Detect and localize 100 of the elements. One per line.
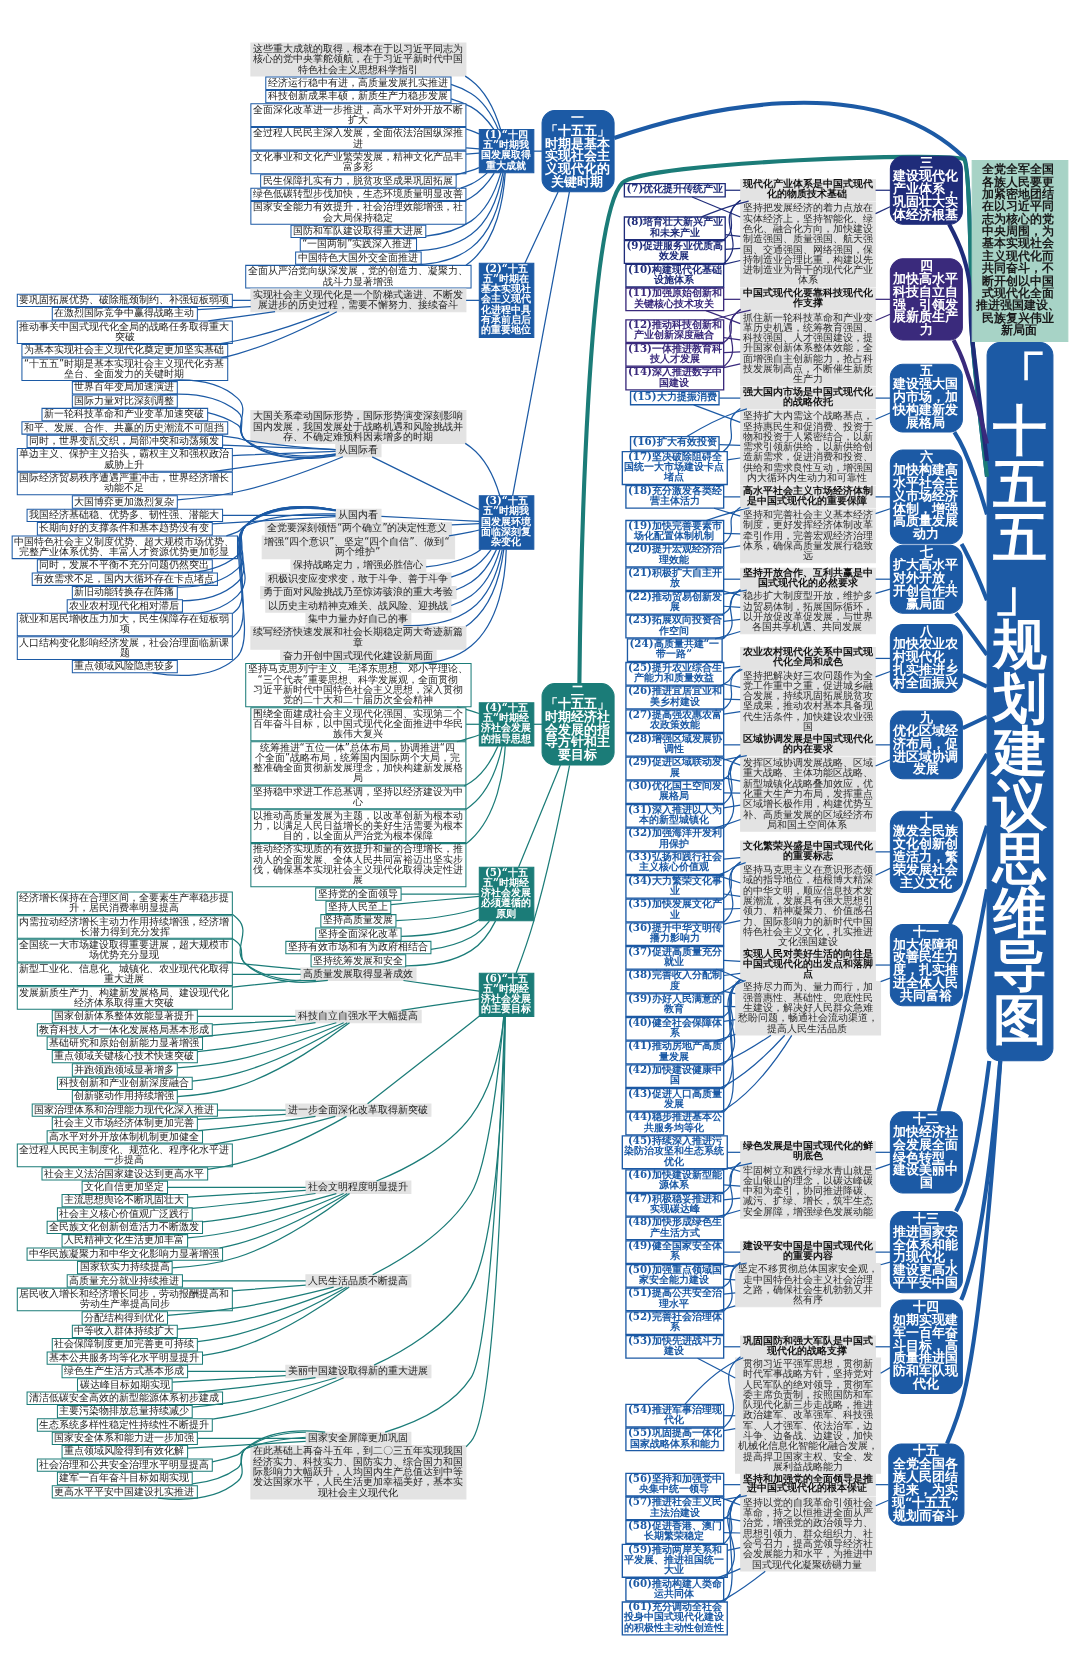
connector <box>721 1161 741 1194</box>
connector <box>218 1192 348 1249</box>
node-box: “一国两制”实践深入推进 <box>299 237 418 251</box>
node-box: 进一步全面深化改革取得新突破 <box>285 1102 432 1117</box>
node-box: (8)培育壮大新兴产业和未来产业 <box>623 215 726 240</box>
connector <box>961 672 988 688</box>
node-box: (11)加强原始创新和关键核心技术攻关 <box>625 286 725 311</box>
node-box: (18)充分激发各类经营主体活力 <box>625 484 725 509</box>
connector <box>425 171 502 237</box>
node-box: 绿色发展是中国式现代化的鲜明底色 <box>740 1140 876 1164</box>
node-box: (41)推动房地产高质量发展 <box>625 1040 725 1064</box>
connector <box>515 764 571 974</box>
node-box: 坚定不移贯彻总体国家安全观，走中国特色社会主义社会治理之路，确保社会生机勃勃又井然有序 <box>735 1262 882 1307</box>
node-box: (60)推动构建人类命运共同体 <box>625 1577 725 1602</box>
node-box: 坚持党的全面领导 <box>315 886 402 901</box>
connector <box>723 990 736 994</box>
node-box: 一 「十五五」时期是基本实现社会主义现代化的关键时期 <box>541 109 615 192</box>
node-box: 世界百年变局加速演进 <box>71 380 178 394</box>
connector <box>460 171 488 189</box>
connector <box>722 308 742 368</box>
connector <box>405 919 497 966</box>
connector <box>723 1278 736 1281</box>
connector <box>197 1021 317 1038</box>
node-box: 单边主义、保护主义抬头，霸权主义和强权政治威胁上升 <box>16 447 233 472</box>
connector <box>723 605 741 608</box>
node-box: 并跑领跑领域显著增多 <box>71 1062 178 1077</box>
node-box: (3)“十五五”时期我国发展环境面临深刻复杂变化 <box>478 494 535 550</box>
connector <box>880 1366 891 1374</box>
node-box: 为基本实现社会主义现代化奠定更加坚实基础 <box>21 343 229 357</box>
node-box: 长期向好的支撑条件和基本趋势没有变 <box>36 521 213 535</box>
node-box: 在激烈国际竞争中赢得战略主动 <box>51 306 198 320</box>
node-box: 集中力量办好自己的事 <box>305 612 412 626</box>
connector <box>714 818 742 829</box>
node-box: 经济运行稳中有进，高质量发展扎实推进 <box>265 76 452 90</box>
node-box: 坚持和加强党的全面领导是推进中国式现代化的根本保证 <box>740 1472 876 1496</box>
node-box: 社会主义核心价值观广泛践行 <box>56 1206 193 1221</box>
node-box: (44)稳步推进基本公共服务均等化 <box>625 1111 725 1135</box>
node-box: 积极识变应变求变，敢于斗争、善于斗争 <box>265 572 452 586</box>
node-box: 坚持统筹发展和安全 <box>310 953 407 968</box>
connector <box>713 507 741 517</box>
node-box: 国防和军队建设取得重大进展 <box>290 224 427 238</box>
node-box: 区域协调发展是中国式现代化的内在要求 <box>740 733 876 756</box>
node-box: 统筹推进“五位一体”总体布局，协调推进“四个全面”战略布局，统筹国内国际两个大局，完整准确全面贯彻新发展理念，加快构建新发展格局 <box>250 740 467 785</box>
node-box: (59)推动两岸关系和平发展、推进祖国统一大业 <box>621 1543 728 1578</box>
connector <box>715 968 745 982</box>
node-box: (30)优化国土空间发展格局 <box>625 779 725 804</box>
connector <box>450 97 495 130</box>
connector <box>874 507 891 514</box>
connector <box>723 259 741 265</box>
connector <box>372 1015 505 1275</box>
connector <box>465 745 506 844</box>
node-box: 从国内看 <box>335 508 382 522</box>
node-box: (27)提高强农惠农富农政策效能 <box>625 708 725 733</box>
node-box: 绿色低碳转型步伐加快，生态环境质量明显改善 <box>250 187 467 201</box>
node-box: (26)推进宜居宜业和美乡村建设 <box>625 685 725 709</box>
connector <box>719 1034 793 1113</box>
node-box: 建设平安中国是中国式现代化的重要内容 <box>740 1240 876 1263</box>
connector <box>721 588 741 640</box>
connector <box>222 514 337 516</box>
node-box: 分配结构得到优化 <box>81 1310 169 1325</box>
connector <box>400 997 480 1011</box>
node-box: 全党要深刻领悟“两个确立”的决定性意义 <box>264 521 453 535</box>
node-box: 坚持和完善社会主义基本经济制度，更好发挥经济体制改革牵引作用，完善宏观经济治理体系，确保高质量发展行稳致远 <box>740 508 876 563</box>
node-box: (7)优化提升传统产业 <box>623 182 726 198</box>
node-box: 坚持高质量发展 <box>320 913 397 927</box>
connector <box>191 1192 317 1209</box>
node-box: (39)办好人民满意的教育 <box>625 992 725 1017</box>
connector <box>465 152 480 155</box>
connector <box>950 752 989 812</box>
connector <box>721 1261 742 1289</box>
connector <box>874 588 891 594</box>
node-box: (43)促进人口高质量发展 <box>625 1087 725 1112</box>
node-box: 我国经济基础稳、优势多、韧性强、潜能大 <box>26 508 224 522</box>
node-box: 高质量充分就业持续推进 <box>66 1273 183 1288</box>
node-box: 内需拉动经济增长主动力作用持续增强，经济增长潜力得到充分发挥 <box>16 914 233 939</box>
connector <box>714 1304 736 1312</box>
node-box: (13)一体推进教育科技人才发展 <box>625 342 725 367</box>
connector <box>465 146 480 150</box>
node-box: 实现社会主义现代化是一个阶梯式递进、不断发展进步的历史过程，需要不懈努力、接续奋斗 <box>250 288 467 312</box>
connector <box>207 1115 348 1170</box>
node-box: 现代化产业体系是中国式现代化的物质技术基础 <box>740 178 876 202</box>
node-box: 坚持把发展经济的着力点放在实体经济上，坚持智能化、绿色化、融合化方向，加快建设制造强国、质量强国、航天强国、交通强国、网络强国，保持制造业合理比重，构建以先进制造业为骨干的现代化产业体系 <box>740 201 876 287</box>
node-box: 强大国内市场是中国式现代化的战略依托 <box>740 386 876 409</box>
connector <box>874 205 891 214</box>
connector <box>874 313 891 321</box>
node-box: 中国特色大国外交全面推进 <box>295 250 422 265</box>
connector <box>693 403 741 423</box>
connector <box>959 542 989 601</box>
connector <box>722 1493 742 1579</box>
connector <box>176 455 344 500</box>
node-box: 大国博弈更加激烈复杂 <box>71 494 178 509</box>
node-box: 八 加快农业农村现代化，扎实推进乡村全面振兴 <box>889 623 963 693</box>
connector <box>176 1021 351 1097</box>
connector <box>182 1279 307 1282</box>
node-box: 教育科技人才一体化发展格局基本形成 <box>36 1022 213 1037</box>
node-box: 社会治理和公共安全治理水平明显提高 <box>36 1457 213 1472</box>
connector <box>380 515 480 522</box>
node-box: (61)充分调动全社会投身中国式现代化建设的积极性主动性创造性 <box>621 1600 728 1636</box>
connector <box>450 548 492 578</box>
connector <box>465 1015 506 1447</box>
